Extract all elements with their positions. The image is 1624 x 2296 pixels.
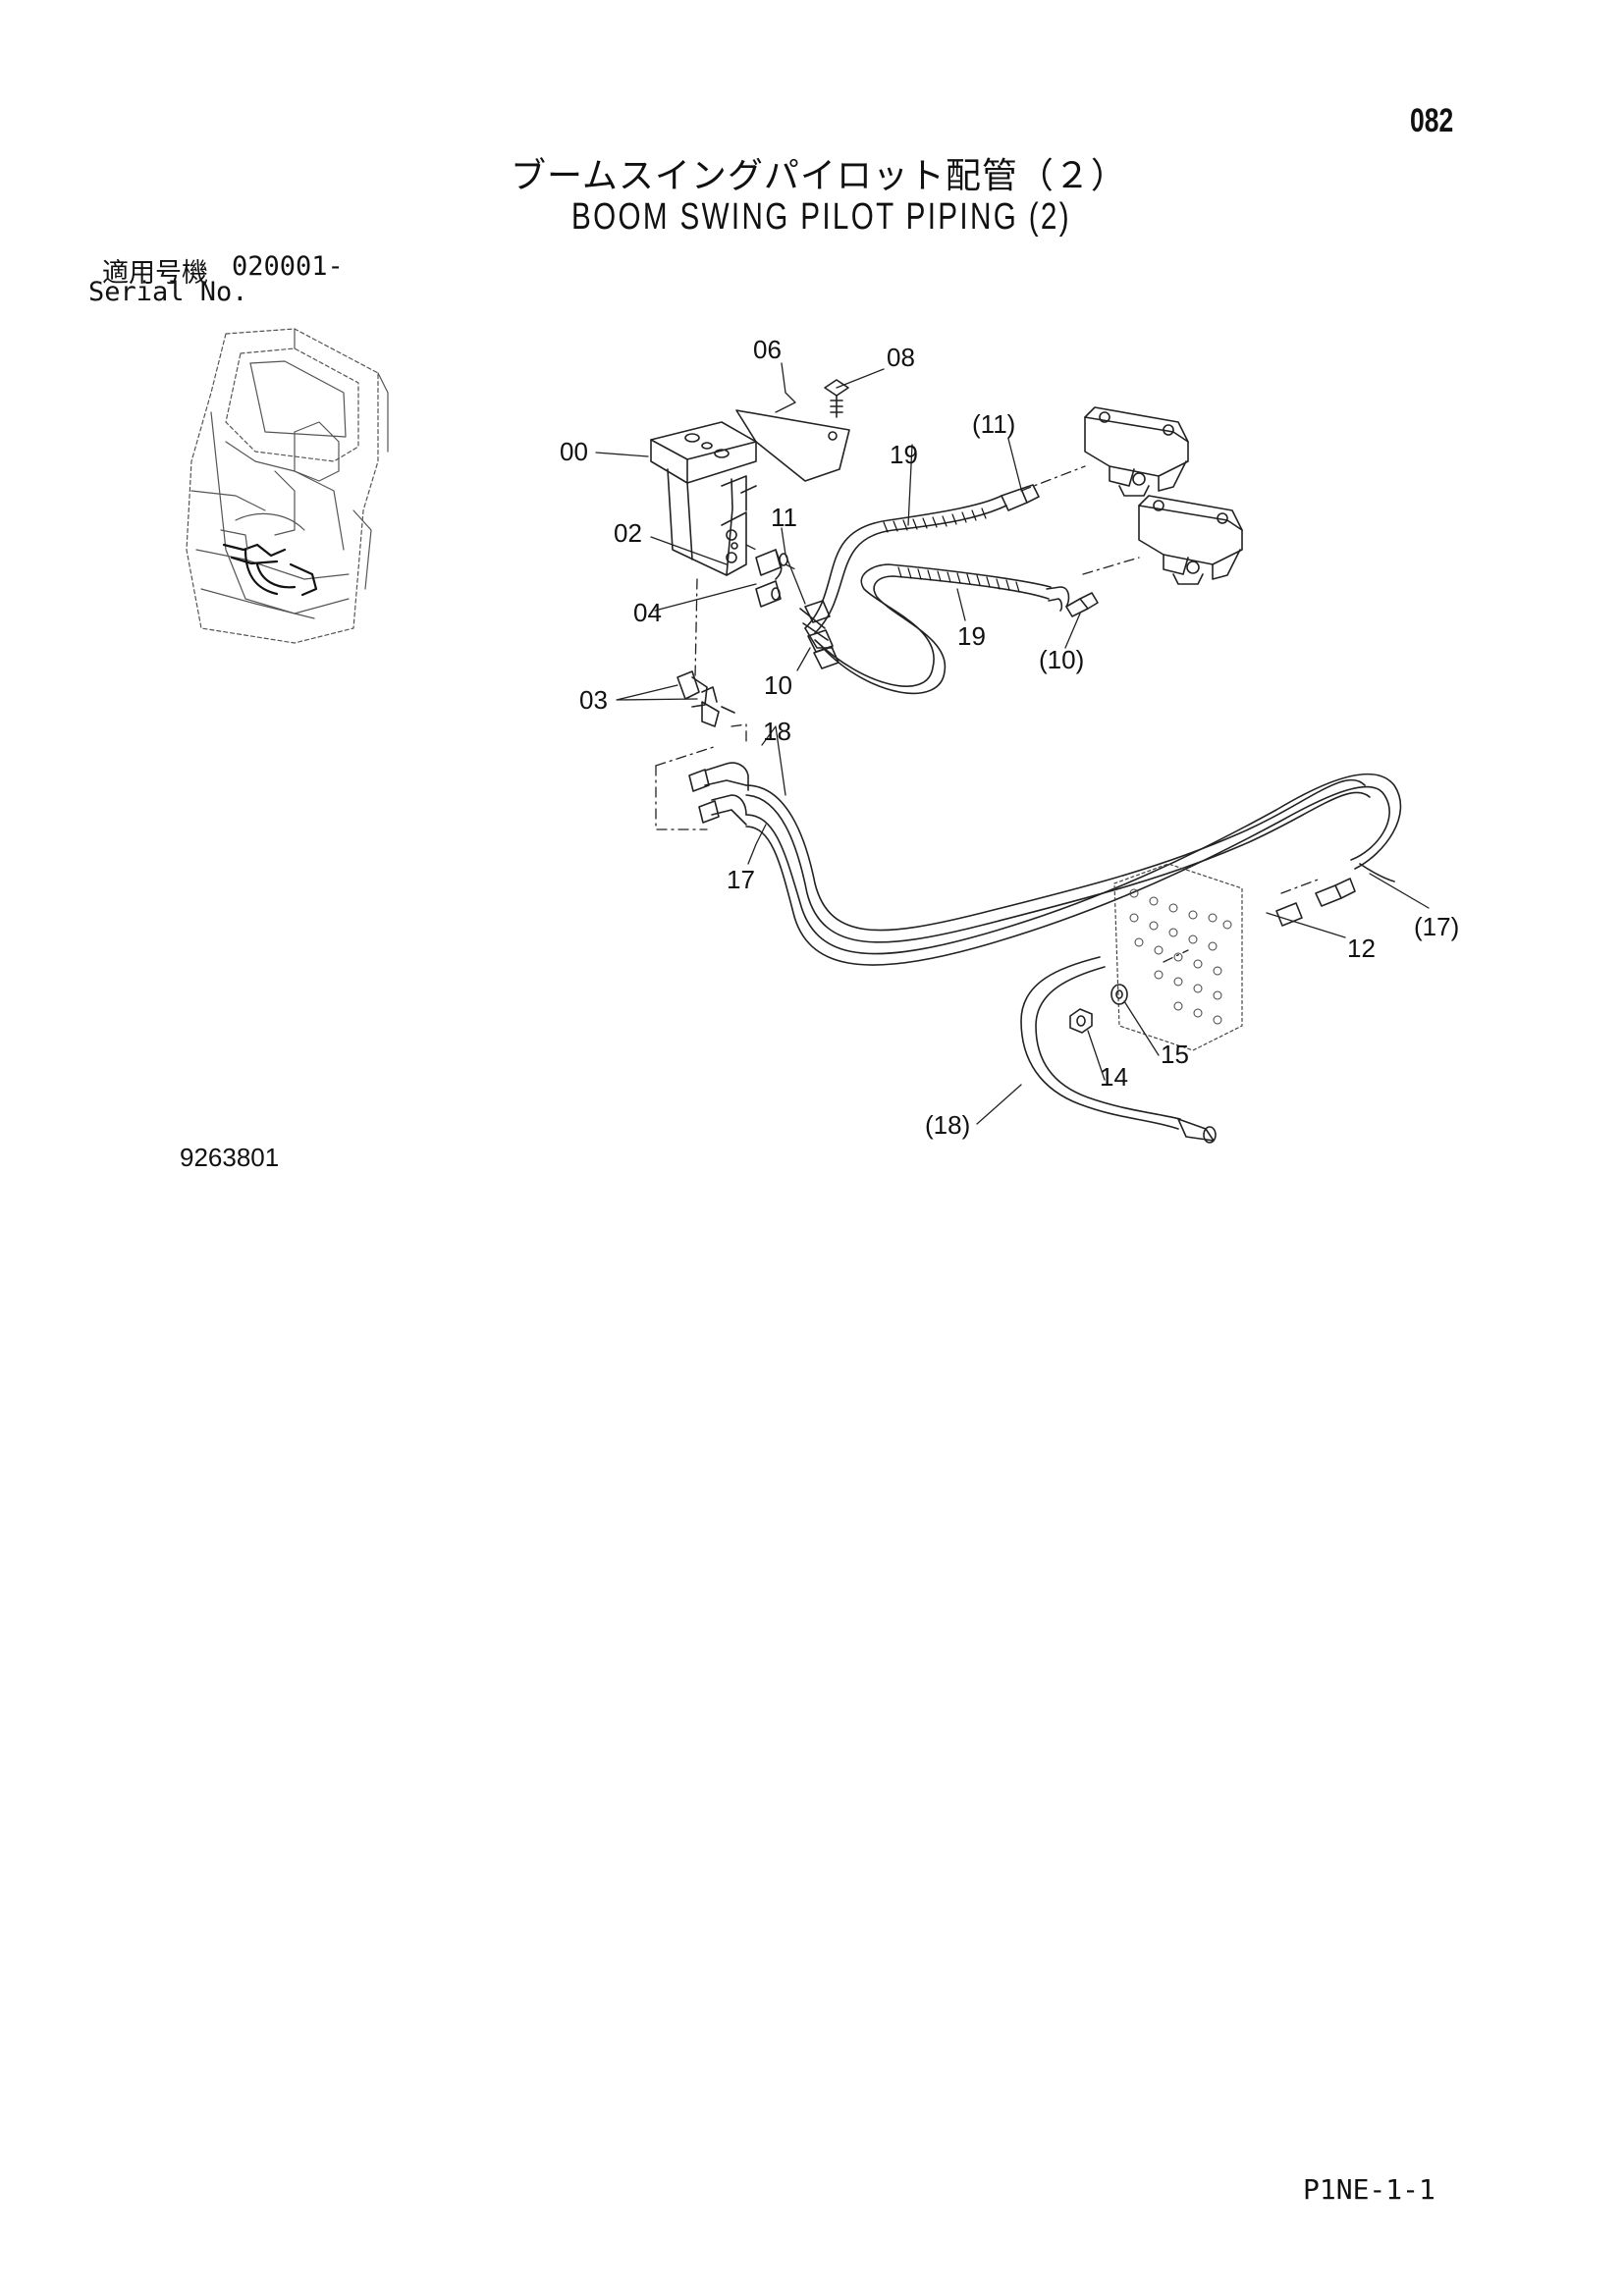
callout-19-lower: 19	[957, 621, 986, 651]
hose-fittings-10-11	[804, 600, 839, 669]
serial-label-japanese: 適用号機	[102, 258, 208, 289]
pilot-valve	[650, 421, 757, 576]
hose-19	[799, 484, 1099, 695]
serial-number: 020001-	[232, 251, 344, 282]
callout-18-ref: (18)	[925, 1110, 970, 1140]
callout-12: 12	[1347, 934, 1376, 963]
control-valve-lower	[1138, 495, 1243, 585]
title-japanese: ブームスイングパイロット配管（２）	[511, 156, 1127, 196]
callout-19-upper: 19	[890, 440, 918, 469]
drawing-number: 9263801	[180, 1143, 280, 1172]
hose-17-18	[688, 762, 1402, 966]
nut-and-washer	[1069, 984, 1128, 1034]
callout-03: 03	[579, 685, 608, 715]
control-valve-upper	[1084, 406, 1189, 497]
assembly-lines	[655, 465, 1322, 963]
bracket-and-bolt	[735, 379, 850, 482]
hose-18-lower	[1020, 956, 1217, 1144]
serial-label-english: Serial No.	[88, 277, 248, 307]
callout-08: 08	[887, 343, 915, 372]
cab-overview-illustration	[186, 328, 389, 644]
callout-11: 11	[771, 503, 797, 532]
callout-17: 17	[727, 865, 755, 894]
title-english: BOOM SWING PILOT PIPING (2)	[571, 196, 1071, 238]
callout-04: 04	[633, 598, 662, 627]
callout-18: 18	[763, 717, 791, 746]
page-number: 082	[1410, 102, 1454, 139]
callout-11-ref: (11)	[972, 409, 1015, 439]
bulkhead-plate	[1113, 863, 1243, 1051]
sheet-code: P1NE-1-1	[1303, 2173, 1435, 2206]
callout-00: 00	[560, 437, 588, 466]
callout-06: 06	[753, 335, 782, 364]
elbow-fittings	[677, 549, 788, 727]
callout-10: 10	[764, 670, 792, 700]
leader-lines	[595, 362, 1430, 1125]
callout-14: 14	[1100, 1062, 1128, 1092]
callout-02: 02	[614, 518, 642, 548]
callout-17-ref: (17)	[1414, 912, 1459, 941]
callout-15: 15	[1161, 1040, 1189, 1069]
callout-10-ref: (10)	[1039, 645, 1084, 674]
callout-labels: 00 02 03 04 06 08 10 11 12 14 15 17 18 1…	[560, 335, 1459, 1140]
